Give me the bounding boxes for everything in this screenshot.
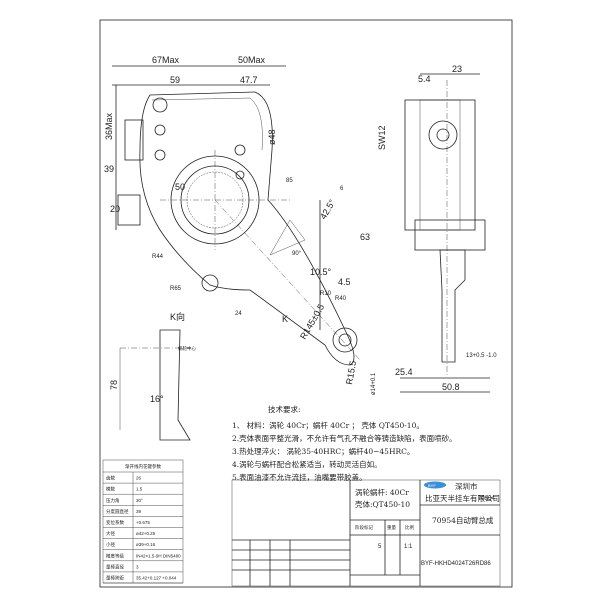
spline-param-name: 压力角: [106, 497, 120, 504]
quantity: 5: [378, 544, 382, 550]
dim-90: 90°: [292, 251, 302, 257]
k-view-detail: [119, 329, 191, 441]
k-arrow-label: K: [282, 314, 288, 324]
spline-param-name: 齿数: [106, 475, 115, 482]
dim-63: 63: [360, 232, 370, 242]
spline-param-value: 35.42+0.127 +0.044: [136, 576, 177, 581]
stage-label: 阶段标记: [355, 524, 373, 531]
dim-50max: 50Max: [238, 55, 266, 65]
dim-36max: 36Max: [104, 112, 114, 140]
dim-50: 50: [175, 182, 185, 192]
tech-req-5: 5.表面油漆不允许流挂，油嘴要带胶盖。: [232, 472, 367, 482]
slack-adjuster-side-view: [404, 80, 486, 375]
worm-center-label: 蜗轮中心: [178, 345, 196, 352]
dim-39: 39: [104, 164, 114, 174]
spline-param-name: 量棒跨距: [106, 575, 124, 582]
dim-5-4: 5.4: [418, 74, 431, 84]
dim-67max: 67Max: [152, 55, 180, 65]
spline-param-value: IN42×1.5-9H DIN5480: [136, 553, 181, 558]
company-name: 比亚天半挂车有限公司: [425, 493, 500, 503]
dim-78: 78: [109, 380, 119, 390]
dim-85: 85: [286, 178, 293, 184]
spline-param-value: +0.675: [136, 520, 150, 525]
dim-sw12: SW12: [377, 125, 387, 150]
spline-param-name: 大径: [106, 530, 115, 537]
scale-label: 比例: [405, 524, 414, 531]
dim-47-7: 47.7: [240, 75, 258, 85]
spline-param-name: 模数: [106, 486, 115, 493]
spline-param-value: ø42+0.25: [136, 531, 156, 536]
k-view-label: K向: [170, 311, 185, 322]
spline-param-name: 变位系数: [106, 519, 124, 526]
company-logo: BYF: [424, 481, 446, 489]
dim-10-5: 10.5°: [310, 267, 332, 277]
tech-req-2: 2.壳体表面平整光滑，不允许有气孔不融合等铸造缺陷，表面喷砂。: [232, 433, 457, 443]
part-name: 70954自动臂总成: [432, 515, 494, 525]
dimension-lines: [112, 65, 490, 393]
tech-req-1: 1、 材料：涡轮 40Cr；蜗杆 40Cr ； 壳体 QT450-10。: [232, 420, 424, 430]
spline-table-title: 渐开线内花键参数: [125, 463, 161, 470]
weight-label: 重量: [387, 524, 396, 531]
spline-param-name: 量棒直径: [106, 563, 124, 570]
dim-d48: ø48: [267, 129, 277, 145]
dim-50-8: 50.8: [442, 382, 460, 392]
spline-param-value: 26: [136, 476, 142, 481]
spline-param-name: 小径: [106, 541, 115, 548]
spline-param-name: 精度等级: [106, 552, 124, 559]
material-housing: 壳体:QT450-10: [355, 499, 410, 509]
scale: 1:1: [404, 544, 413, 550]
dim-4-5: 4.5: [338, 277, 351, 287]
dim-20: 20: [110, 204, 120, 214]
dim-13: 13+0.5 -1.0: [466, 353, 497, 359]
dim-r65: R65: [170, 286, 182, 292]
dim-42-5: 42.5°: [318, 197, 337, 221]
dim-59: 59: [170, 75, 180, 85]
tech-req-4: 4.涡轮与蜗杆配合松紧适当，转动灵活自如。: [232, 459, 382, 469]
spline-param-value: 30°: [136, 498, 143, 503]
title-block-grid: [232, 480, 500, 586]
dim-d14: ø14+0.1: [371, 372, 377, 395]
tech-requirements-title: 技术要求:: [268, 404, 301, 414]
drawing-number-top: 70954: [478, 496, 495, 502]
company-city: 深圳市: [455, 481, 478, 491]
tech-req-3: 3.热处理淬火： 涡轮35-40HRC；蜗杆40~45HRC。: [232, 446, 414, 456]
dim-6: 6: [340, 186, 344, 192]
spline-param-value: 1.5: [136, 487, 143, 492]
spline-param-value: 3: [136, 564, 139, 569]
dim-24: 24: [235, 311, 242, 317]
dim-25-4: 25.4: [395, 367, 413, 377]
part-code: BYF-HKHD4024T26RD86: [421, 561, 491, 567]
dim-r10: R10: [320, 291, 332, 297]
title-block-frame: [231, 479, 501, 587]
dim-r40: R40: [335, 296, 347, 302]
dim-23: 23: [452, 64, 462, 74]
svg-text:BYF: BYF: [428, 483, 436, 488]
sheet-border: [99, 19, 513, 588]
material-worm: 涡轮蜗杆: 40Cr: [355, 487, 409, 497]
spline-param-value: ø39+0.16: [136, 542, 156, 547]
spline-param-name: 分度圆直径: [106, 508, 129, 515]
dim-16: 16°: [150, 394, 164, 404]
slack-adjuster-front-view: [117, 91, 361, 366]
spline-param-value: 39: [136, 509, 142, 514]
dim-r15-5: R15.5: [344, 360, 358, 385]
dim-r44: R44: [152, 254, 164, 260]
